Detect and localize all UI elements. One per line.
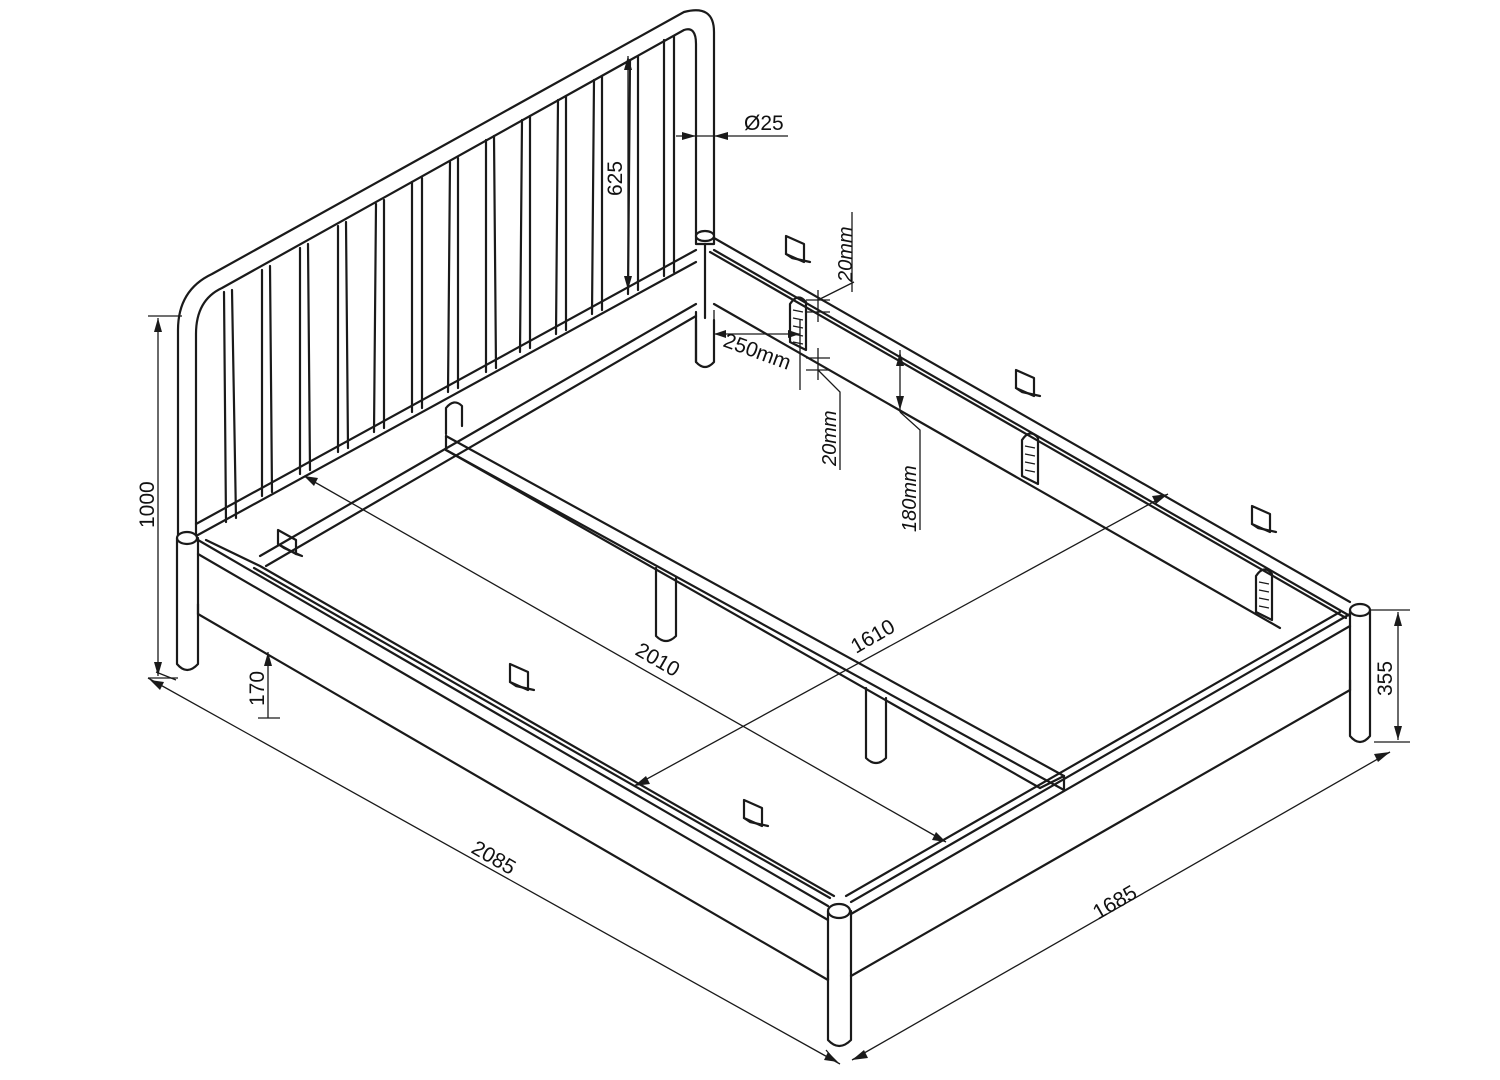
headboard-slats bbox=[222, 34, 676, 524]
slotted-plate-head bbox=[444, 401, 464, 436]
label-inner-width: 1610 bbox=[847, 615, 899, 658]
headboard bbox=[176, 9, 716, 542]
label-leg-clearance: 170 bbox=[246, 671, 269, 706]
bracket-side-left-1 bbox=[508, 662, 536, 692]
label-rail-inner-depth: 180mm bbox=[899, 465, 921, 532]
label-overall-height: 1000 bbox=[136, 481, 159, 528]
label-overall-width: 1685 bbox=[1089, 881, 1141, 924]
label-rail-height: 355 bbox=[1374, 661, 1397, 696]
bracket-side-right-3 bbox=[1250, 504, 1278, 534]
label-support-gap-top: 20mm bbox=[835, 226, 857, 283]
label-tube-diameter: Ø25 bbox=[744, 112, 784, 135]
label-support-gap-bottom: 20mm bbox=[819, 410, 841, 467]
slotted-plate-right-3 bbox=[1254, 568, 1274, 622]
slotted-plate-right-1 bbox=[788, 296, 808, 352]
brackets bbox=[276, 234, 1278, 828]
label-inner-length: 2010 bbox=[632, 638, 684, 681]
slotted-plate-right-2 bbox=[1020, 432, 1040, 486]
bracket-side-right-2 bbox=[1014, 368, 1042, 398]
dimension-lines bbox=[147, 56, 1410, 1065]
bracket-side-left-2 bbox=[742, 798, 770, 828]
bracket-head-left bbox=[276, 528, 304, 558]
bracket-side-right-1 bbox=[784, 234, 812, 264]
label-support-spacing: 250mm bbox=[720, 329, 794, 375]
label-slat-height: 625 bbox=[604, 161, 627, 196]
label-overall-length: 2085 bbox=[468, 836, 520, 879]
